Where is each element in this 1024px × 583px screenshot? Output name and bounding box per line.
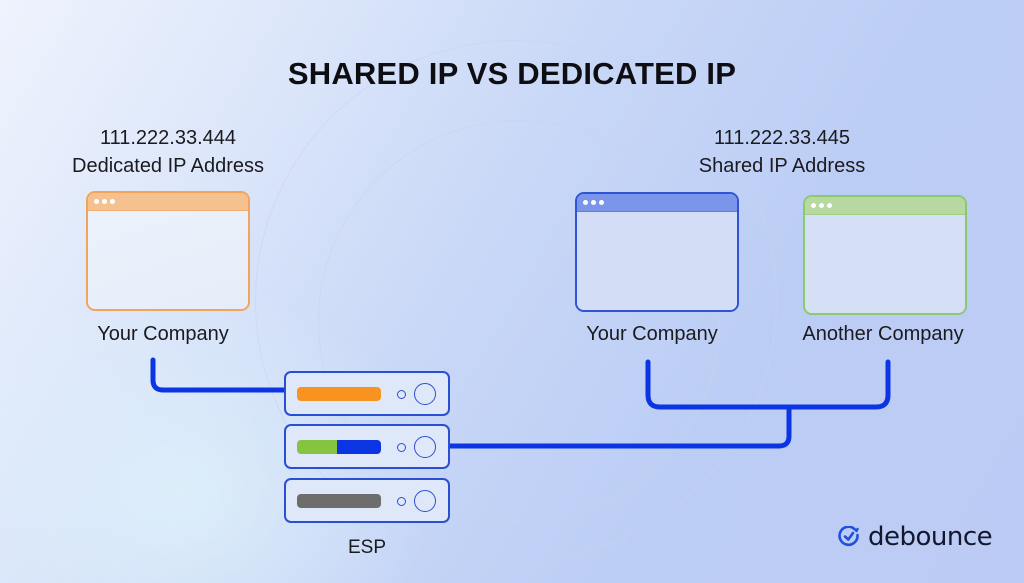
background-ring-outer — [255, 40, 777, 562]
shared-your-company-label: Your Company — [586, 323, 718, 345]
dedicated-ip-block: 111.222.33.444 Dedicated IP Address — [48, 124, 288, 180]
server-led-small-icon — [397, 390, 406, 399]
page-title: SHARED IP VS DEDICATED IP — [287, 56, 737, 91]
dedicated-connector — [150, 357, 289, 393]
window-dot-icon — [599, 200, 604, 205]
shared-ip-caption: Shared IP Address — [698, 155, 866, 177]
debounce-logo: debounce — [838, 522, 993, 552]
esp-server-dedicated — [284, 371, 450, 416]
dedicated-company-label: Your Company — [97, 323, 229, 345]
window-body — [577, 212, 737, 310]
window-dot-icon — [583, 200, 588, 205]
window-dot-icon — [819, 203, 824, 208]
window-body — [805, 215, 965, 313]
server-bar — [297, 387, 381, 401]
window-body — [88, 211, 248, 309]
dedicated-company-window — [86, 191, 250, 311]
window-dot-icon — [827, 203, 832, 208]
server-led-small-icon — [397, 497, 406, 506]
server-bar — [297, 494, 381, 508]
window-dot-icon — [591, 200, 596, 205]
debounce-check-icon — [838, 526, 859, 547]
window-dot-icon — [94, 199, 99, 204]
shared-another-company-window — [803, 195, 967, 315]
shared-ip-address: 111.222.33.445 — [713, 127, 851, 149]
window-titlebar — [577, 194, 737, 212]
dedicated-ip-address: 111.222.33.444 — [99, 127, 237, 149]
window-titlebar — [88, 193, 248, 211]
window-dot-icon — [102, 199, 107, 204]
shared-another-company-label: Another Company — [802, 323, 964, 345]
esp-server-shared — [284, 424, 450, 469]
server-led-large-icon — [414, 490, 436, 512]
server-led-large-icon — [414, 436, 436, 458]
shared-your-company-window — [575, 192, 739, 312]
window-titlebar — [805, 197, 965, 215]
window-dot-icon — [811, 203, 816, 208]
shared-trunk-connector — [445, 404, 792, 449]
background-ring-inner — [318, 120, 720, 522]
server-bar — [297, 440, 381, 454]
logo-text: debounce — [868, 522, 993, 552]
server-led-small-icon — [397, 443, 406, 452]
esp-label: ESP — [347, 537, 387, 558]
server-led-large-icon — [414, 383, 436, 405]
dedicated-ip-caption: Dedicated IP Address — [72, 155, 264, 177]
esp-server-idle — [284, 478, 450, 523]
window-dot-icon — [110, 199, 115, 204]
shared-ip-block: 111.222.33.445 Shared IP Address — [662, 124, 902, 180]
shared-bracket-connector — [645, 359, 891, 410]
